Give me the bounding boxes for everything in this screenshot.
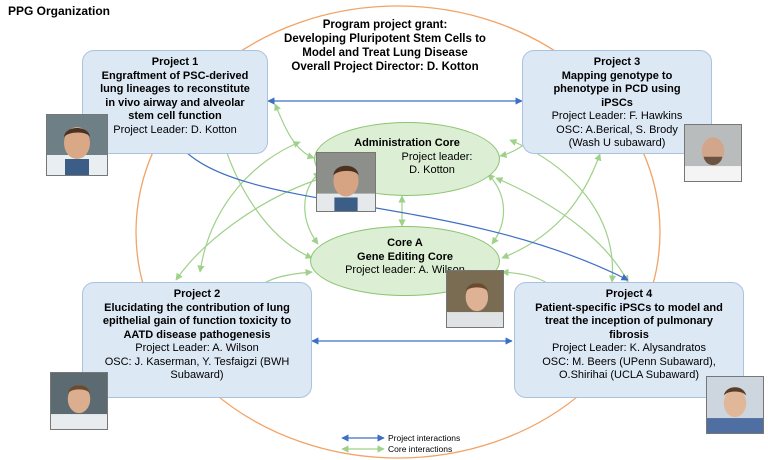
project4-box: Project 4 Patient-specific iPSCs to mode… bbox=[514, 282, 744, 398]
project3-description-line: iPSCs bbox=[601, 96, 633, 109]
project4-osc-line: O.Shirihai (UCLA Subaward) bbox=[558, 369, 699, 381]
core-link-admin-p4 bbox=[495, 177, 629, 283]
page-title: PPG Organization bbox=[8, 4, 111, 18]
project2-osc-line: OSC: J. Kaserman, Y. Tesfaigzi (BWH bbox=[104, 355, 290, 368]
project2-osc-line: Subaward) bbox=[170, 369, 224, 381]
project1-title: Project 1 bbox=[151, 56, 199, 68]
kotton-admin-photo bbox=[316, 152, 376, 212]
project4-description-line: Patient-specific iPSCs to model and bbox=[535, 301, 723, 314]
project1-box: Project 1 Engraftment of PSC-derived lun… bbox=[82, 50, 268, 154]
project4-osc-line: OSC: M. Beers (UPenn Subaward), bbox=[542, 355, 716, 368]
project3-description-line: phenotype in PCD using bbox=[553, 83, 681, 95]
alysandratos-photo bbox=[706, 376, 764, 434]
project2-description-line: AATD disease pathogenesis bbox=[123, 328, 271, 341]
project1-description-line: in vivo airway and alveolar bbox=[105, 96, 245, 109]
program-header-line4: Overall Project Director: D. Kotton bbox=[291, 61, 479, 73]
project3-osc-line: (Wash U subaward) bbox=[568, 137, 666, 149]
core-link-admin-p1 bbox=[274, 103, 315, 160]
project1-description-line: Engraftment of PSC-derived bbox=[101, 69, 249, 82]
admin-core-leader-line: Project leader: bbox=[401, 150, 473, 163]
project1-description-line: lung lineages to reconstitute bbox=[100, 83, 250, 95]
wilson-photo bbox=[50, 372, 108, 430]
program-header-line2: Developing Pluripotent Stem Cells to bbox=[284, 33, 486, 45]
program-header-line3: Model and Treat Lung Disease bbox=[302, 47, 468, 59]
project2-leader: Project Leader: A. Wilson bbox=[135, 342, 259, 354]
project2-title: Project 2 bbox=[173, 288, 221, 300]
project1-leader: Project Leader: D. Kotton bbox=[113, 123, 237, 136]
core-a-leader-line: Project leader: bbox=[345, 264, 416, 276]
legend-core-label: Core interactions bbox=[388, 444, 453, 454]
wilson-core-photo bbox=[446, 270, 504, 328]
project3-box: Project 3 Mapping genotype to phenotype … bbox=[522, 50, 712, 154]
project1-description-line: stem cell function bbox=[128, 110, 222, 122]
project3-title: Project 3 bbox=[593, 56, 641, 68]
project3-description-line: Mapping genotype to bbox=[561, 69, 673, 82]
core-a-title-line: Core A bbox=[387, 237, 423, 249]
core-link-left-arc bbox=[197, 141, 301, 273]
project2-description-line: epithelial gain of function toxicity to bbox=[102, 315, 292, 327]
project4-description-line: treat the inception of pulmonary bbox=[544, 315, 714, 327]
project3-osc-line: OSC: A.Berical, S. Brody bbox=[556, 123, 678, 136]
project3-leader: Project Leader: F. Hawkins bbox=[551, 110, 683, 122]
project2-box: Project 2 Elucidating the contribution o… bbox=[82, 282, 312, 398]
kotton-photo bbox=[46, 114, 108, 176]
program-header-line1: Program project grant: bbox=[322, 19, 448, 31]
admin-core-leader-line: D. Kotton bbox=[409, 164, 455, 176]
legend-project-label: Project interactions bbox=[388, 433, 461, 443]
outer-circle bbox=[135, 5, 661, 459]
project2-description-line: Elucidating the contribution of lung bbox=[104, 301, 290, 314]
project4-leader: Project Leader: K. Alysandratos bbox=[551, 342, 707, 354]
core-link-admin-p2 bbox=[175, 176, 323, 281]
project4-title: Project 4 bbox=[605, 288, 653, 300]
core-a-title-line: Gene Editing Core bbox=[357, 250, 453, 263]
program-header: Program project grant: Developing Plurip… bbox=[260, 18, 510, 74]
project4-description-line: fibrosis bbox=[609, 328, 649, 341]
hawkins-photo bbox=[684, 124, 742, 182]
admin-core-title: Administration Core bbox=[354, 137, 460, 149]
